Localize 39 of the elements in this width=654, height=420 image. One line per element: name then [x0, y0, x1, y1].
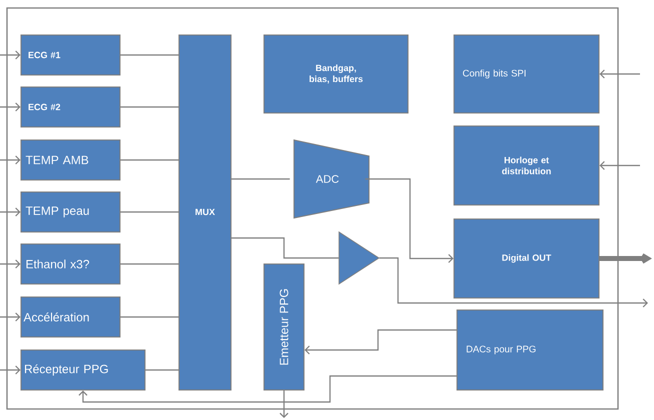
- signal-block: Récepteur PPG: [20, 350, 146, 390]
- signal-block: ECG #1: [20, 34, 120, 76]
- function-block: Config bits SPI: [454, 34, 600, 114]
- arrow: [600, 161, 640, 170]
- arrow: [280, 390, 288, 418]
- arrow: [0, 102, 20, 112]
- connector-line: [146, 369, 178, 371]
- connector-line: [120, 106, 178, 108]
- signal-block: ECG #2: [20, 86, 120, 128]
- connector-line: [232, 178, 290, 180]
- signal-block: TEMP AMB: [20, 140, 120, 180]
- signal-block: Accélération: [20, 296, 120, 338]
- arrow: [600, 70, 640, 78]
- chip-outline: [6, 7, 619, 410]
- arrow: [0, 156, 20, 164]
- connector-line: [120, 316, 178, 318]
- connector-line: [120, 211, 178, 213]
- signal-block: Ethanol x3?: [20, 244, 120, 284]
- arrow: [0, 260, 20, 268]
- arrow: [304, 329, 456, 354]
- arrow: [0, 366, 20, 374]
- mux-block: MUX: [178, 34, 232, 390]
- function-block: Digital OUT: [454, 218, 600, 298]
- arrow: [365, 178, 454, 263]
- function-block: Emetteur PPG: [264, 264, 304, 390]
- connector-line: [120, 159, 178, 161]
- arrow: [78, 375, 456, 403]
- arrow: [0, 208, 20, 216]
- connector-line: [120, 263, 178, 265]
- arrow: [0, 50, 20, 60]
- function-block: Horloge et distribution: [454, 126, 600, 206]
- connector-line: [120, 54, 178, 56]
- connector-line: [232, 237, 339, 259]
- signal-block: TEMP peau: [20, 192, 120, 232]
- arrow: [379, 257, 648, 308]
- function-block: Bandgap, bias, buffers: [264, 34, 408, 114]
- arrow: [600, 253, 652, 264]
- arrow: [0, 312, 20, 322]
- function-block: DACs pour PPG: [456, 310, 604, 390]
